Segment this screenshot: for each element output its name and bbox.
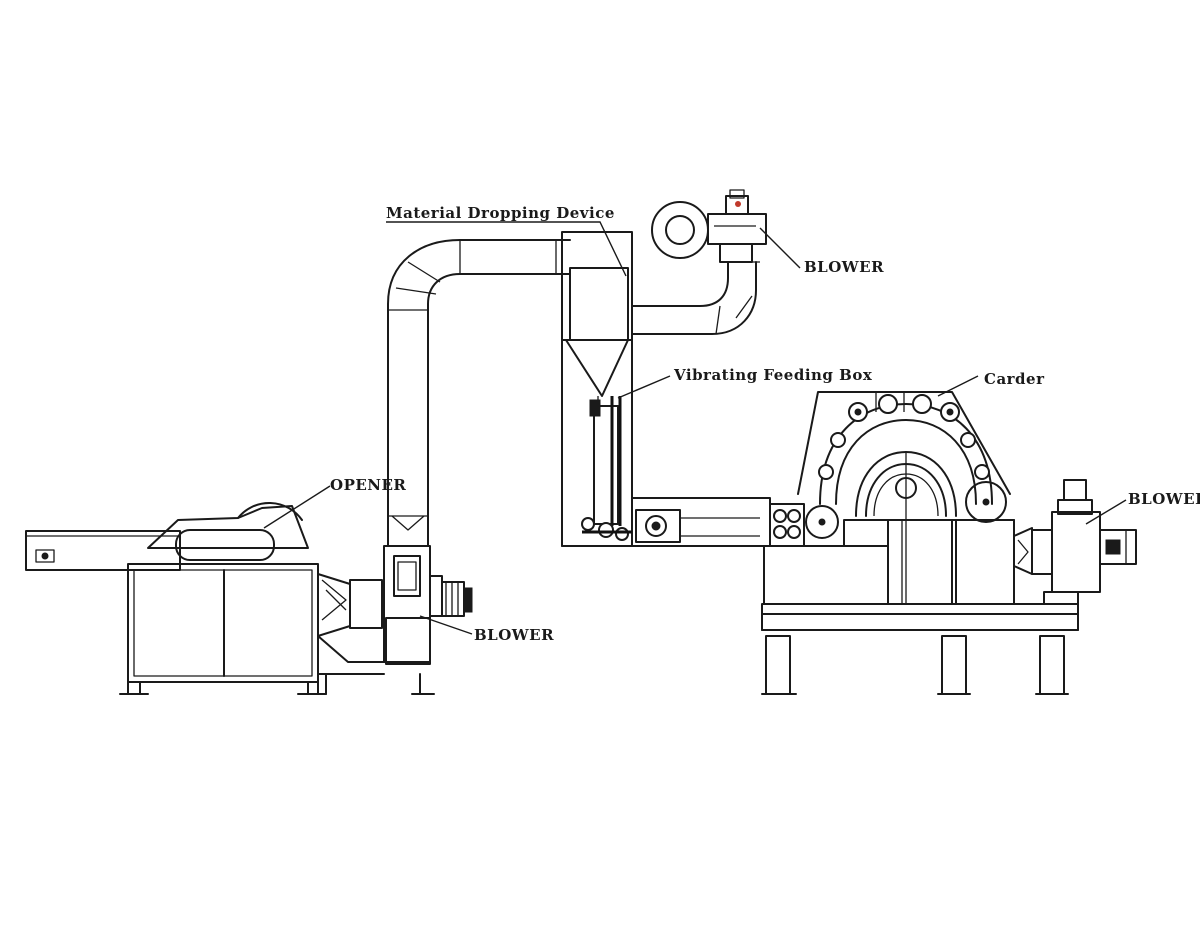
label-blower-top: BLOWER	[804, 258, 884, 276]
label-blower-right: BLOWER	[1128, 490, 1200, 508]
opener-hood	[147, 501, 309, 561]
label-carder: Carder	[984, 370, 1045, 388]
leader-lines	[263, 221, 1127, 635]
left-blower	[383, 545, 473, 665]
carder-machine	[741, 391, 1079, 695]
right-blower	[1013, 479, 1137, 605]
label-opener: OPENER	[330, 476, 406, 494]
top-blower	[651, 189, 767, 263]
label-blower-left: BLOWER	[474, 626, 554, 644]
material-dropping-device	[561, 231, 633, 547]
carder-workers	[818, 394, 990, 480]
transport-duct	[387, 239, 571, 547]
opener-body	[119, 563, 327, 695]
vibrating-feeding-box	[581, 396, 632, 541]
opener-machine	[25, 501, 435, 695]
label-vibrating-feeding-box: Vibrating Feeding Box	[673, 366, 873, 384]
label-material-dropping-device: Material Dropping Device	[386, 204, 615, 222]
opener-fan-cone	[317, 573, 435, 695]
top-exhaust-duct	[631, 261, 760, 335]
red-indicator-mark	[735, 201, 741, 207]
